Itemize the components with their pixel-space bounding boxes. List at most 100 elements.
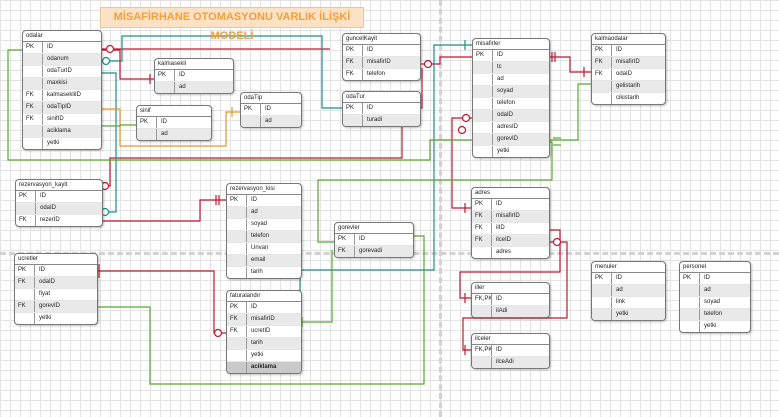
- key-cell: FK,PK: [475, 296, 493, 302]
- entity-row: turadi: [343, 115, 420, 126]
- card-odalar-odaTur: [101, 56, 111, 66]
- field-cell: aciklama: [246, 362, 301, 373]
- key-cell: PK: [230, 197, 239, 203]
- key-cell: FK: [18, 303, 26, 309]
- key-cell: FK: [19, 217, 27, 223]
- entity-row: gorevID: [473, 134, 549, 146]
- rel-guncelKayit-misafirler: [420, 56, 472, 65]
- key-cell: [473, 146, 492, 157]
- rel-misafirler-adres: [451, 117, 472, 209]
- key-cell: PK: [26, 44, 35, 50]
- key-cell: [473, 74, 492, 85]
- key-cell: [227, 219, 246, 230]
- card-misafirler-adres: [461, 113, 471, 123]
- field-cell: ID: [699, 273, 750, 284]
- card-adres-ilce: [552, 237, 562, 247]
- key-cell: [680, 309, 699, 320]
- field-cell: ad: [246, 207, 301, 218]
- key-cell: [473, 122, 492, 133]
- key-cell: [592, 285, 611, 296]
- field-cell: ID: [34, 265, 97, 276]
- field-cell: yetki: [699, 321, 750, 332]
- entity-row: yetki: [23, 138, 101, 149]
- field-cell: ID: [246, 302, 301, 313]
- field-cell: gelistarih: [611, 81, 665, 92]
- key-cell: [343, 115, 362, 126]
- field-cell: yetki: [611, 309, 665, 320]
- entity-title: rezervasyon_kisi: [227, 184, 301, 195]
- field-cell: ID: [156, 117, 211, 128]
- key-cell: FK: [26, 92, 34, 98]
- field-cell: odaTurID: [42, 66, 101, 77]
- key-cell: PK: [338, 236, 347, 242]
- key-cell: FK: [475, 225, 483, 231]
- field-cell: adresID: [492, 122, 549, 133]
- key-cell: PK: [683, 275, 692, 281]
- key-cell: [592, 309, 611, 320]
- entity-row: yetki: [680, 321, 750, 332]
- key-cell: [592, 81, 611, 92]
- entity-title: odaTur: [343, 92, 420, 103]
- key-cell: [227, 207, 246, 218]
- field-cell: odaID: [35, 203, 102, 214]
- field-cell: ID: [246, 195, 301, 206]
- key-cell: [472, 306, 491, 317]
- entity-title: kalmaodalar: [592, 34, 665, 45]
- key-cell: FK: [230, 316, 238, 322]
- entity-title: personel: [680, 262, 750, 273]
- key-cell: FK: [338, 248, 346, 254]
- entity-row: ad: [473, 74, 549, 86]
- key-cell: [227, 362, 246, 373]
- key-cell: [15, 313, 34, 324]
- diagram-title: MİSAFİRHANE OTOMASYONU VARLIK İLİŞKİ MOD…: [100, 7, 364, 42]
- field-cell: odaID: [611, 69, 665, 80]
- field-cell: ID: [491, 345, 549, 356]
- field-cell: cikistarih: [611, 93, 665, 104]
- rel-ucretler-faturalandir: [96, 270, 226, 334]
- entity-title: adres: [472, 188, 549, 199]
- field-cell: soyad: [246, 219, 301, 230]
- field-cell: ID: [362, 103, 420, 114]
- entity-row: ad: [137, 129, 211, 140]
- key-cell: [23, 126, 42, 137]
- key-cell: PK: [595, 47, 604, 53]
- field-cell: link: [611, 297, 665, 308]
- field-cell: gorevID: [492, 134, 549, 145]
- field-cell: yetki: [246, 350, 301, 361]
- key-cell: [472, 247, 491, 258]
- field-cell: misafirID: [246, 314, 301, 325]
- entity-row: yetki: [227, 350, 301, 362]
- entity-title: sinif: [137, 106, 211, 117]
- key-cell: [23, 66, 42, 77]
- entity-row: PK ID: [680, 273, 750, 285]
- field-cell: soyad: [492, 86, 549, 97]
- key-cell: FK: [475, 213, 483, 219]
- key-cell: [241, 116, 260, 127]
- entity-row: tc: [473, 62, 549, 74]
- card-guncel-misafirler: [423, 59, 433, 69]
- entity-row: fiyat: [15, 289, 97, 301]
- field-cell: fiyat: [34, 289, 97, 300]
- entity-title: rezervasyon_kayit: [16, 180, 102, 191]
- entity-row: soyad: [680, 297, 750, 309]
- field-cell: misafirID: [362, 57, 420, 68]
- field-cell: telefon: [699, 309, 750, 320]
